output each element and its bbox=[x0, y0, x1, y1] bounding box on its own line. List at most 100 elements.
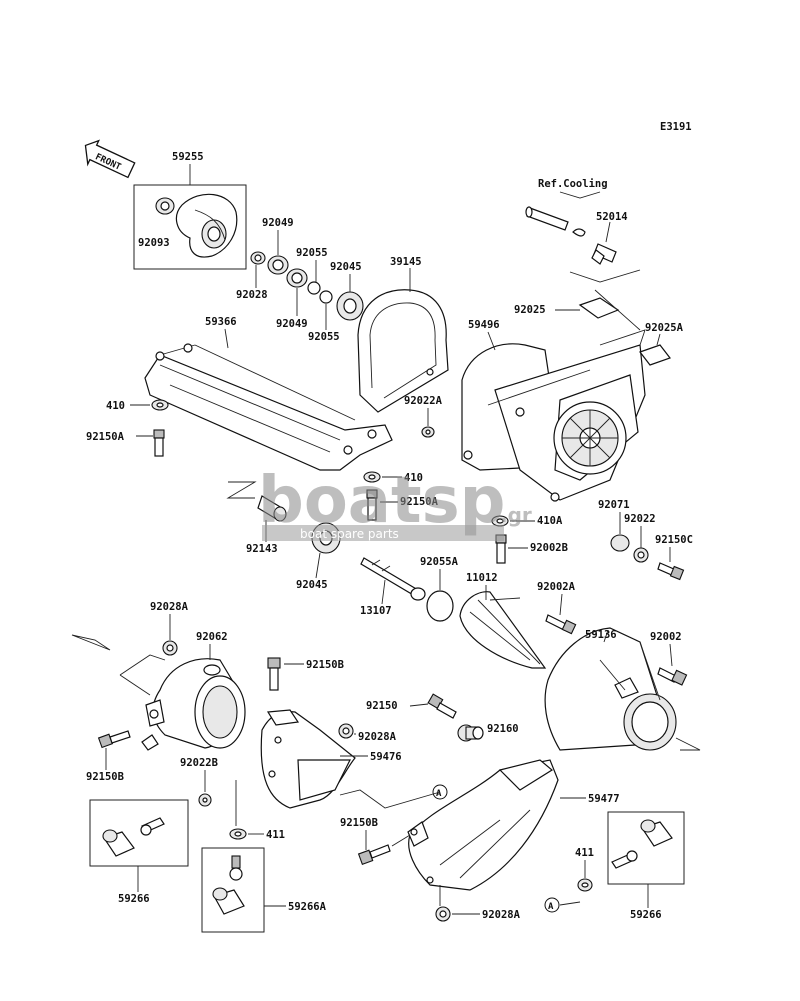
label-410-a: 410 bbox=[106, 400, 125, 412]
washer-92022B bbox=[198, 793, 212, 807]
oring-92055-b bbox=[319, 290, 333, 304]
label-92150A-a: 92150A bbox=[86, 431, 125, 443]
pump-housing-59496 bbox=[461, 329, 646, 502]
drive-shaft-13107 bbox=[360, 557, 426, 601]
reverse-bucket-59476 bbox=[260, 709, 356, 809]
bolt-92150C bbox=[657, 562, 685, 581]
svg-text:A: A bbox=[548, 902, 554, 912]
label-92002: 92002 bbox=[650, 631, 682, 643]
nozzle-59136 bbox=[544, 627, 677, 751]
intake-grate-39145 bbox=[357, 289, 449, 413]
label-92143: 92143 bbox=[246, 543, 278, 555]
label-13107: 13107 bbox=[360, 605, 392, 617]
label-59476: 59476 bbox=[370, 751, 402, 763]
label-92062: 92062 bbox=[196, 631, 228, 643]
impeller-kit-box bbox=[133, 184, 247, 270]
label-411-right: 411 bbox=[575, 847, 594, 859]
kit-box-59266-left bbox=[89, 799, 189, 867]
oring-92055-a bbox=[307, 281, 321, 295]
ref-leader bbox=[559, 191, 601, 199]
bearing-92045-a bbox=[336, 291, 364, 321]
label-59266-right: 59266 bbox=[630, 909, 662, 921]
label-92150C: 92150C bbox=[655, 534, 693, 546]
label-92150: 92150 bbox=[366, 700, 398, 712]
washer-411-left bbox=[229, 828, 247, 840]
bolt-92002A bbox=[545, 614, 577, 635]
ref-cooling-label: Ref.Cooling bbox=[538, 178, 608, 190]
label-92022A: 92022A bbox=[404, 395, 443, 407]
cone-11012 bbox=[459, 591, 547, 669]
label-92049-a: 92049 bbox=[262, 217, 294, 229]
label-92022: 92022 bbox=[624, 513, 656, 525]
cap-59266-left bbox=[102, 817, 165, 857]
washer-410-b bbox=[363, 471, 381, 483]
label-92028A-a: 92028A bbox=[150, 601, 189, 613]
label-59266-left: 59266 bbox=[118, 893, 150, 905]
label-92045-b: 92045 bbox=[296, 579, 328, 591]
label-59496: 59496 bbox=[468, 319, 500, 331]
label-92045-a: 92045 bbox=[330, 261, 362, 273]
label-92025A: 92025A bbox=[645, 322, 684, 334]
steering-nozzle-92062 bbox=[141, 658, 246, 751]
washer-411-right bbox=[577, 878, 593, 892]
bolt-92150B-c bbox=[357, 844, 391, 866]
reverse-bucket-59477 bbox=[407, 759, 559, 891]
label-410A: 410A bbox=[537, 515, 563, 527]
watermark: boatsp .gr boat spare parts bbox=[258, 464, 532, 541]
seal-92049-b bbox=[286, 268, 308, 288]
diagram-code: E3191 bbox=[660, 121, 692, 133]
label-92150B-c: 92150B bbox=[340, 817, 378, 829]
washer-410-a bbox=[151, 399, 169, 411]
label-92002B: 92002B bbox=[530, 542, 568, 554]
bolt-92150 bbox=[427, 693, 457, 719]
washer-410A bbox=[491, 515, 509, 527]
bolt-92002 bbox=[657, 667, 688, 686]
impeller bbox=[175, 193, 238, 258]
label-92055A: 92055A bbox=[420, 556, 459, 568]
label-92022B: 92022B bbox=[180, 757, 218, 769]
label-59255: 59255 bbox=[172, 151, 204, 163]
washer-92028A-a bbox=[162, 640, 178, 656]
kit-box-59266-right bbox=[607, 811, 685, 885]
label-92002A: 92002A bbox=[537, 581, 576, 593]
plate-92025 bbox=[578, 297, 620, 319]
seal-92049-a bbox=[267, 255, 289, 275]
washer-92028A-b bbox=[338, 723, 354, 739]
label-92150A-b: 92150A bbox=[400, 496, 439, 508]
cap-92071 bbox=[610, 534, 630, 552]
label-92055-a: 92055 bbox=[296, 247, 328, 259]
label-411-left: 411 bbox=[266, 829, 285, 841]
label-92071: 92071 bbox=[598, 499, 630, 511]
svg-text:boat spare parts: boat spare parts bbox=[300, 527, 399, 541]
collar-92160 bbox=[457, 724, 484, 742]
ref-marker-a-2: A bbox=[544, 897, 560, 913]
label-92150B-b: 92150B bbox=[306, 659, 344, 671]
pump-cover-59366 bbox=[144, 343, 393, 471]
cap-59266A bbox=[212, 855, 245, 915]
bolt-92150B-a bbox=[97, 730, 131, 749]
washer-92022A bbox=[421, 426, 435, 438]
label-92150B-a: 92150B bbox=[86, 771, 124, 783]
bolt-92150B-b bbox=[267, 657, 281, 691]
label-410-b: 410 bbox=[404, 472, 423, 484]
label-59266A: 59266A bbox=[288, 901, 327, 913]
label-59136: 59136 bbox=[585, 629, 617, 641]
label-92049-b: 92049 bbox=[276, 318, 308, 330]
label-92055-b: 92055 bbox=[308, 331, 340, 343]
label-52014: 52014 bbox=[596, 211, 628, 223]
cooling-hose-fitting bbox=[525, 206, 617, 265]
svg-text:A: A bbox=[436, 789, 442, 799]
front-arrow-icon: FRONT bbox=[84, 139, 136, 179]
label-59477: 59477 bbox=[588, 793, 620, 805]
label-92025: 92025 bbox=[514, 304, 546, 316]
label-92160: 92160 bbox=[487, 723, 519, 735]
washer-92022 bbox=[633, 547, 649, 563]
label-92093: 92093 bbox=[138, 237, 170, 249]
washer-92028A-c bbox=[435, 906, 451, 922]
oring-92055A bbox=[426, 590, 454, 622]
bolt-92150A-b bbox=[366, 489, 378, 521]
collar-92143 bbox=[257, 495, 287, 522]
label-11012: 11012 bbox=[466, 572, 498, 584]
